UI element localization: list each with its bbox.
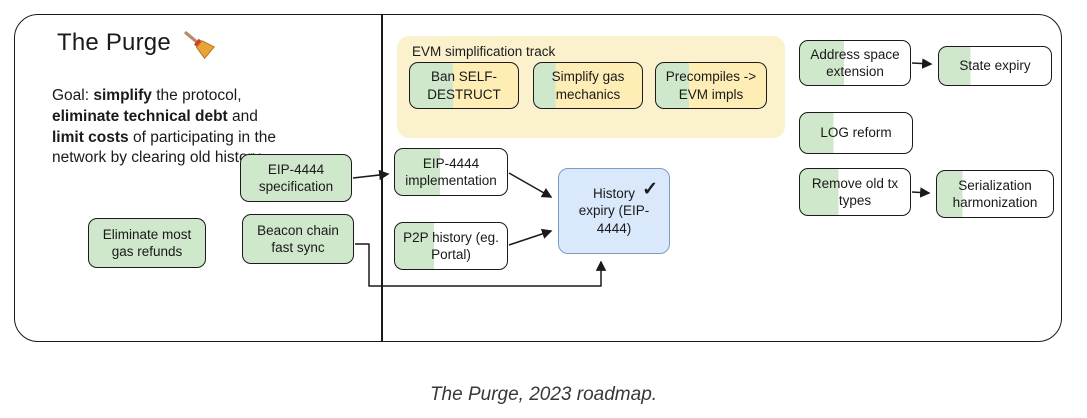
box-label: Serialization harmonization [952, 177, 1038, 210]
evm-track-title: EVM simplification track [412, 44, 556, 59]
diagram-frame [14, 14, 1062, 342]
box-address-space-extension: Address space extension [799, 40, 911, 86]
box-label: Simplify gas mechanics [551, 69, 625, 102]
box-eliminate-gas-refunds: Eliminate most gas refunds [88, 218, 206, 268]
goal-text: Goal: simplify the protocol, eliminate t… [52, 86, 292, 169]
box-label: P2P history (eg. Portal) [403, 229, 499, 262]
box-label: Precompiles -> EVM impls [665, 69, 757, 102]
box-label: EIP-4444 specification [258, 161, 334, 194]
page-title: The Purge [57, 29, 171, 56]
box-label: Eliminate most gas refunds [102, 226, 192, 259]
box-label: Remove old tx types [811, 175, 899, 208]
goal-segment-bold: eliminate technical debt [52, 107, 228, 125]
box-label: EIP-4444 implementation [405, 155, 497, 188]
box-ban-selfdestruct: Ban SELF-DESTRUCT [409, 62, 519, 109]
box-remove-old-tx-types: Remove old tx types [799, 168, 911, 216]
box-serialization-harmonization: Serialization harmonization [936, 170, 1054, 218]
box-history-expiry: History expiry (EIP-4444) ✓ [558, 168, 670, 254]
box-eip4444-specification: EIP-4444 specification [240, 154, 352, 202]
box-label: Address space extension [810, 46, 900, 79]
section-divider [381, 15, 383, 342]
box-log-reform: LOG reform [799, 112, 913, 154]
box-label: State expiry [959, 58, 1031, 74]
box-eip4444-implementation: EIP-4444 implementation [394, 148, 508, 196]
box-state-expiry: State expiry [938, 46, 1052, 86]
goal-segment-bold: limit costs [52, 128, 129, 146]
box-label: History expiry (EIP-4444) [578, 186, 650, 236]
box-beacon-chain-fast-sync: Beacon chain fast sync [242, 214, 354, 264]
box-p2p-history: P2P history (eg. Portal) [394, 222, 508, 270]
goal-segment-bold: simplify [93, 87, 152, 104]
box-label: Ban SELF-DESTRUCT [427, 69, 501, 102]
goal-segment: Goal: [52, 87, 94, 104]
box-precompiles-to-evm-impls: Precompiles -> EVM impls [655, 62, 767, 109]
goal-segment: and [227, 107, 258, 125]
box-label: Beacon chain fast sync [257, 222, 339, 255]
goal-segment: the protocol, [151, 87, 242, 104]
box-label: LOG reform [820, 125, 892, 141]
checkmark-icon: ✓ [642, 179, 658, 200]
caption: The Purge, 2023 roadmap. [429, 384, 658, 405]
goal-segment: of participating in the network by clear… [52, 128, 277, 167]
broom-icon [184, 31, 215, 60]
header: The Purge [57, 26, 215, 60]
box-simplify-gas-mechanics: Simplify gas mechanics [533, 62, 643, 109]
